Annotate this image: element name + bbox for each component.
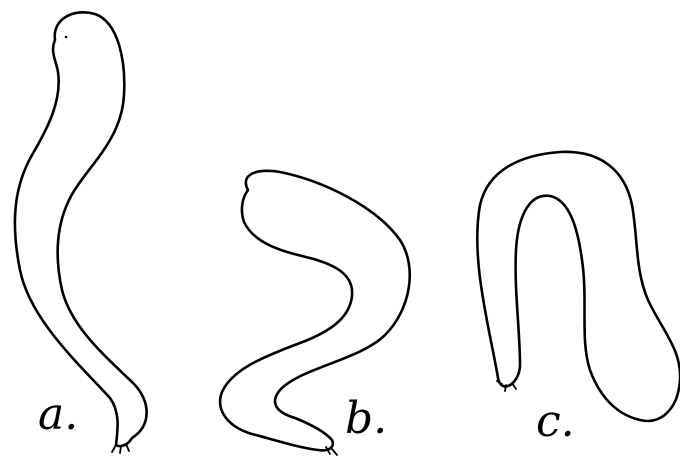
worm-a xyxy=(15,12,147,453)
worm-a-mouth-dot xyxy=(65,36,68,39)
worm-c-outline xyxy=(477,152,680,421)
worm-a-outline xyxy=(15,12,147,446)
figure-label-a: a. xyxy=(38,393,78,437)
figure-label-c: c. xyxy=(536,400,575,444)
worm-a-tail-tip xyxy=(112,444,129,453)
figure-label-b: b. xyxy=(345,397,387,441)
worm-c xyxy=(477,152,680,421)
